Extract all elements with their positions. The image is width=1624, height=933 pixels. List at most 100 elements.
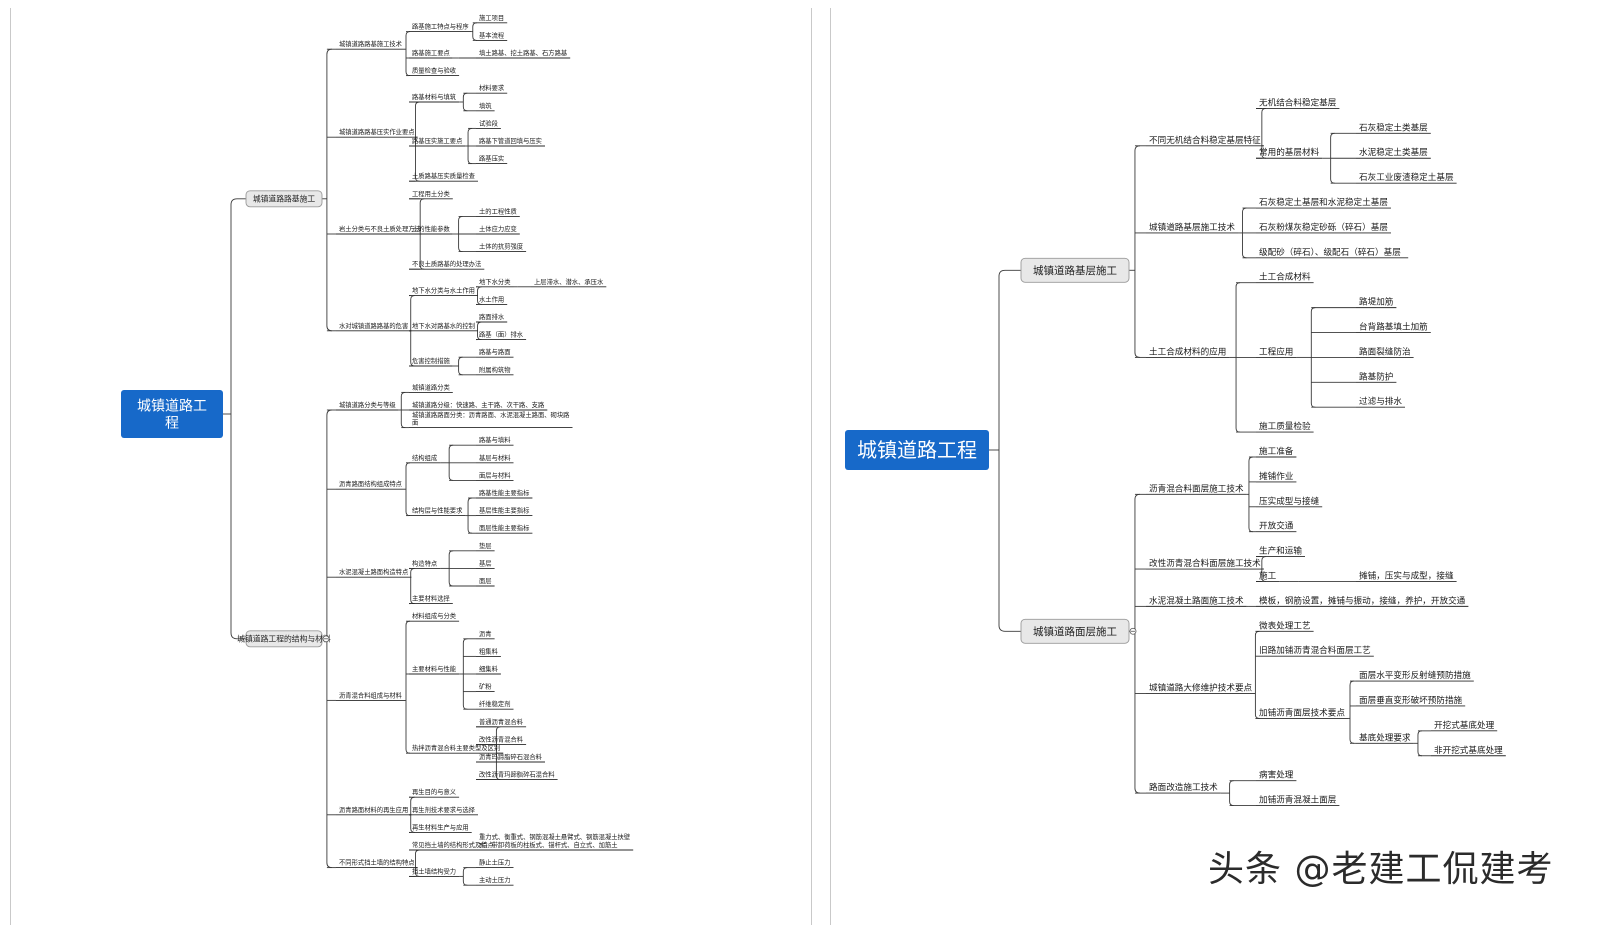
node-label: 施工质量检验 bbox=[1259, 420, 1311, 432]
node-label: 过滤与排水 bbox=[1359, 395, 1402, 407]
right-mindmap: 不同无机结合料稳定基层特征无机结合料稳定基层常用的基层材料石灰稳定土类基层水泥稳… bbox=[845, 96, 1506, 807]
node-label: 水土作用 bbox=[479, 294, 504, 303]
root-topic[interactable]: 城镇道路工程 bbox=[845, 430, 989, 470]
root-topic-box[interactable] bbox=[845, 430, 989, 470]
node-label: 石灰稳定土类基层 bbox=[1359, 121, 1428, 133]
bracket bbox=[998, 269, 1021, 632]
node-label: 地下水分类 bbox=[479, 277, 511, 286]
node-label: 主要材料选择 bbox=[412, 594, 450, 603]
node-label: 土质路基压实质量检查 bbox=[412, 171, 476, 180]
node-label: 普通沥青混合料 bbox=[479, 717, 524, 726]
node-label: 再生剂技术要求与选择 bbox=[412, 805, 476, 814]
node-label: 改性沥青混合料 bbox=[479, 734, 524, 743]
node-label: 工程用土分类 bbox=[412, 189, 450, 198]
bracket bbox=[1254, 630, 1260, 719]
node-label: 基层与材料 bbox=[479, 453, 511, 462]
node-label: 路基压实施工要点 bbox=[412, 136, 462, 145]
node-label: 工程应用 bbox=[1259, 345, 1293, 357]
root-topic-label: 城镇道路工程 bbox=[857, 438, 977, 462]
node-label: 地下水分类与水土作用 bbox=[412, 286, 475, 295]
main-topic[interactable]: 城镇道路工程的结构与材料 bbox=[237, 630, 331, 648]
node-label: 土工合成材料 bbox=[1259, 271, 1311, 283]
bracket bbox=[1248, 456, 1253, 533]
node-label: 施工准备 bbox=[1259, 445, 1294, 457]
node-label: 水对城镇道路路基的危害 bbox=[339, 321, 408, 330]
node-label: 城镇道路分级：快速路、主干路、次干路、支路 bbox=[412, 400, 545, 409]
node-label: 结构组成 bbox=[412, 453, 438, 462]
bracket bbox=[1134, 493, 1140, 794]
node-label: 沥青 bbox=[479, 629, 492, 638]
node-label: 路面改造施工技术 bbox=[1149, 781, 1218, 793]
bracket bbox=[405, 620, 411, 754]
main-topic[interactable]: 城镇道路基层施工 bbox=[1020, 257, 1130, 283]
node-label: 危害控制措施 bbox=[412, 356, 450, 365]
bracket bbox=[1349, 680, 1355, 744]
node-label: 岩土分类与不良土质处理方法 bbox=[339, 224, 421, 233]
node-label: 开挖式基底处理 bbox=[1434, 719, 1495, 731]
node-label: 土的性能参数 bbox=[412, 224, 450, 233]
node-label: 沥青路面材料的再生应用 bbox=[339, 805, 408, 814]
bracket bbox=[458, 356, 463, 376]
node-label: 改性沥青玛蹄脂碎石混合料 bbox=[479, 770, 555, 779]
node-label: 细集料 bbox=[479, 664, 499, 673]
main-topic-box[interactable] bbox=[245, 630, 323, 648]
node-label: 路基材料与填筑 bbox=[412, 92, 457, 101]
node-label: 常用的基层材料 bbox=[1259, 146, 1320, 158]
node-label: 城镇道路基层施工技术 bbox=[1149, 221, 1235, 233]
main-topic-label: 城镇道路基层施工 bbox=[1033, 264, 1117, 277]
node-label: 基层性能主要指标 bbox=[479, 506, 530, 515]
node-label: 水泥混凝土路面施工技术 bbox=[1149, 594, 1244, 606]
left-mindmap: 城镇道路路基施工技术路基施工特点与程序施工项目基本流程路基施工要点填土路基、挖土… bbox=[121, 13, 634, 886]
node-label: 材料组成与分类 bbox=[412, 611, 457, 620]
root-topic-box[interactable] bbox=[121, 390, 223, 438]
node-label: 土体应力应变 bbox=[479, 224, 517, 233]
node-label: 上层滞水、潜水、承压水 bbox=[534, 277, 604, 286]
node-label: 无机结合料稳定基层 bbox=[1259, 96, 1337, 108]
node-label: 路基压实 bbox=[479, 154, 504, 163]
node-label: 面层与材料 bbox=[479, 470, 511, 479]
node-label: 施工项目 bbox=[479, 13, 504, 22]
node-label: 不同形式挡土墙的结构特点 bbox=[339, 858, 415, 867]
main-topic[interactable]: 城镇道路路基施工 bbox=[245, 190, 323, 208]
node-label: 石灰稳定土基层和水泥稳定土基层 bbox=[1259, 196, 1388, 208]
bracket bbox=[462, 92, 468, 112]
main-topic-label: 城镇道路面层施工 bbox=[1033, 625, 1117, 638]
node-label: 城镇道路路面分类：沥青路面、水泥混凝土路面、砌块路 bbox=[412, 410, 570, 419]
node-label: 病害处理 bbox=[1259, 769, 1294, 781]
node-label: 常见挡土墙的结构形式及特点 bbox=[412, 840, 494, 849]
node-label: 结构层与性能要求 bbox=[412, 506, 463, 515]
node-label: 垫层 bbox=[479, 541, 492, 550]
main-topic-box[interactable] bbox=[1020, 618, 1130, 644]
bracket bbox=[405, 31, 411, 77]
node-label: 纤维稳定剂 bbox=[479, 699, 510, 708]
node-label: 挡土墙结构受力 bbox=[412, 866, 456, 875]
node-label: 生产和运输 bbox=[1259, 545, 1302, 557]
main-topic-box[interactable] bbox=[1020, 257, 1130, 283]
node-label: 再生材料生产与应用 bbox=[412, 822, 469, 831]
node-label: 石灰粉煤灰稳定砂砾（碎石）基层 bbox=[1259, 221, 1388, 233]
node-label: 附属构筑物 bbox=[479, 365, 510, 374]
root-topic-label: 程 bbox=[165, 415, 179, 431]
node-label: 加铺沥青面层技术要点 bbox=[1259, 706, 1345, 718]
node-label: 路基下管道回填与压实 bbox=[479, 136, 542, 145]
node-label: 水泥混凝土路面构造特点 bbox=[339, 567, 408, 576]
main-topic[interactable]: 城镇道路面层施工 bbox=[1020, 618, 1137, 644]
node-label: 施工 bbox=[1259, 569, 1277, 581]
node-label: 矿粉 bbox=[479, 682, 492, 691]
node-label: 粗集料 bbox=[479, 646, 499, 655]
main-topic-box[interactable] bbox=[245, 190, 323, 208]
node-label: 材料要求 bbox=[479, 83, 505, 92]
node-label: 不同无机结合料稳定基层特征 bbox=[1149, 134, 1261, 146]
node-label: 基层 bbox=[479, 558, 492, 567]
node-label: 摊铺作业 bbox=[1259, 470, 1294, 482]
node-label: 重力式、衡重式、钢筋混凝土悬臂式、钢筋混凝土扶壁 bbox=[479, 832, 631, 841]
root-topic[interactable]: 城镇道路工程 bbox=[121, 390, 223, 438]
watermark-text: 头条 @老建工侃建考 bbox=[1208, 849, 1554, 890]
node-label: 路基性能主要指标 bbox=[479, 488, 530, 497]
node-label: 式、带卸荷板的柱板式、锚杆式、自立式、加筋土 bbox=[479, 840, 618, 849]
main-topic-label: 城镇道路工程的结构与材料 bbox=[237, 634, 331, 644]
node-label: 路基施工要点 bbox=[412, 48, 450, 57]
node-label: 试验段 bbox=[479, 118, 499, 127]
node-label: 城镇道路路基施工技术 bbox=[339, 39, 403, 48]
node-label: 摊铺，压实与成型，接缝 bbox=[1359, 569, 1454, 581]
